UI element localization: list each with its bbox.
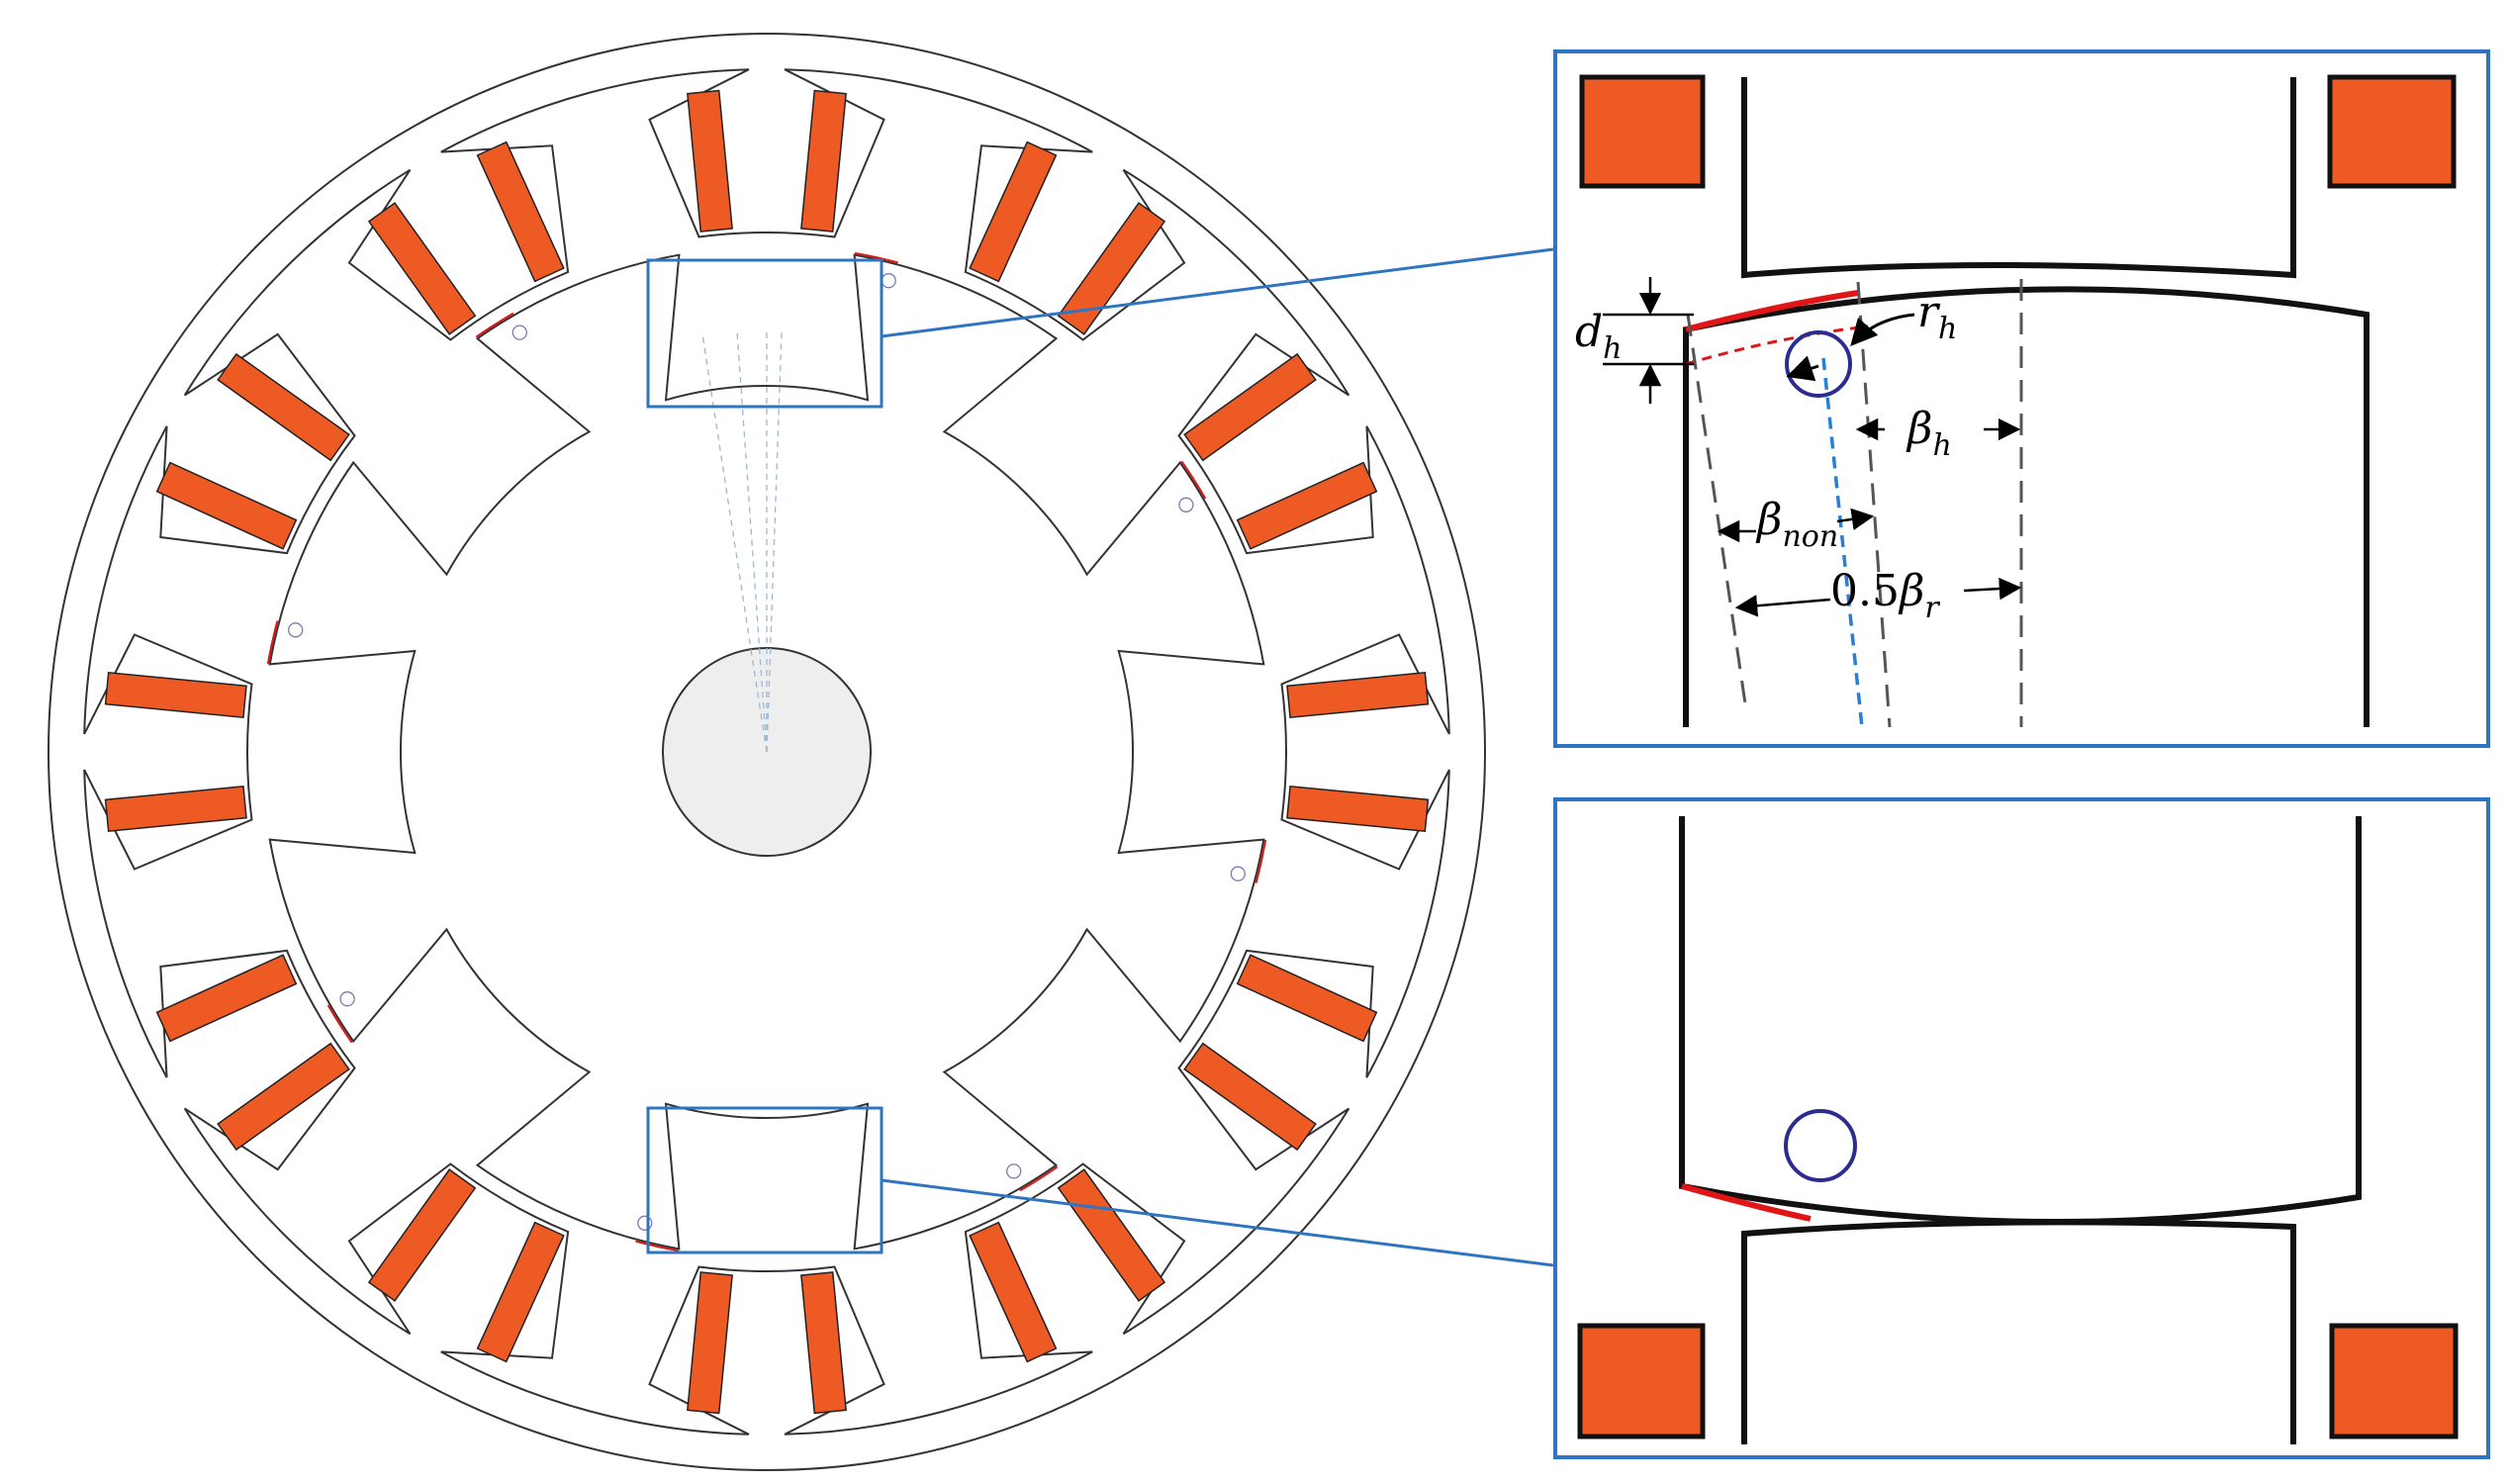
- detail-frame-top: [646, 258, 883, 409]
- coil: [1286, 672, 1430, 718]
- coil-top-right: [2327, 74, 2457, 189]
- pole-highlight-arc: [266, 620, 279, 665]
- coil: [1057, 1168, 1166, 1302]
- label-half-beta-r: 0.5βr: [1830, 566, 1940, 625]
- coil: [1236, 461, 1378, 550]
- rotor-outline: [268, 253, 1265, 1251]
- half-beta-r-dimension: [1734, 577, 2022, 617]
- coil: [687, 89, 733, 232]
- leader-line-bottom: [881, 1178, 1554, 1267]
- coil: [1236, 954, 1378, 1043]
- pole-highlight-arc: [326, 1004, 353, 1044]
- coil: [1183, 352, 1317, 462]
- beta-non-dimension: [1717, 508, 1875, 543]
- coil: [155, 954, 298, 1043]
- dh-dimension: [1603, 277, 1694, 404]
- coil: [800, 89, 847, 232]
- construction-lines: [701, 328, 783, 753]
- coil: [217, 352, 350, 462]
- coil: [1183, 1042, 1317, 1152]
- stator-coils: [104, 89, 1430, 1415]
- coil: [1286, 786, 1430, 832]
- coil: [367, 1168, 477, 1302]
- hole-centerline: [1821, 357, 1864, 728]
- hole-depth-arc: [1685, 325, 1869, 366]
- rotor-hole-small: [288, 622, 304, 638]
- coil: [476, 1221, 565, 1363]
- pole-highlight-arc: [854, 251, 898, 264]
- label-dh: dh: [1575, 307, 1623, 366]
- coil-bottom-right: [2329, 1323, 2459, 1439]
- coil: [969, 1221, 1058, 1363]
- hole-region-arc: [1685, 290, 1859, 332]
- label-beta-non: βnon: [1755, 495, 1838, 554]
- coil: [104, 786, 247, 832]
- machine-cross-section: [47, 33, 1486, 1471]
- rotor-hole-small: [511, 325, 527, 340]
- rotor-pole-outline: [1683, 286, 2370, 727]
- leader-line-top: [881, 247, 1554, 338]
- zoom-panel-top: dh rh βh βnon 0.5βr: [1553, 49, 2490, 748]
- rotor-hole-small: [1006, 1163, 1022, 1179]
- stator-core: [83, 68, 1450, 1436]
- coil: [1057, 202, 1166, 335]
- rotor-hole-small: [637, 1215, 653, 1231]
- label-beta-h: βh: [1906, 404, 1952, 463]
- angle-guide-lines: [1686, 279, 2023, 728]
- rotor-hole-small: [1230, 866, 1246, 881]
- pole-highlight-arc: [635, 1240, 680, 1252]
- coil-top-left: [1579, 74, 1706, 189]
- stator-tooth: [1741, 77, 2296, 279]
- rh-leader: [1850, 313, 1915, 347]
- rotor-holes: [266, 251, 1267, 1252]
- rotor-hole-small: [339, 991, 355, 1007]
- coil: [155, 461, 298, 550]
- coil: [969, 140, 1058, 283]
- pole-highlight-arc: [1255, 839, 1267, 883]
- coil-bottom-left: [1577, 1323, 1706, 1439]
- coil: [104, 672, 247, 718]
- pole-highlight-arc: [1180, 460, 1207, 500]
- coil: [476, 140, 565, 283]
- rotor: [268, 253, 1265, 1251]
- pole-highlight-arc: [475, 312, 514, 338]
- label-rh: rh: [1917, 287, 1957, 346]
- coil: [367, 202, 477, 335]
- stator-tooth: [1741, 1219, 2296, 1444]
- pole-highlight-arc: [1019, 1165, 1059, 1192]
- hole-region-arc: [1681, 1183, 1812, 1222]
- rotor-hole-small: [881, 273, 896, 289]
- coil: [687, 1271, 733, 1415]
- rotor-hole-small: [1178, 497, 1194, 512]
- detail-frame-bottom: [646, 1106, 883, 1254]
- coil: [800, 1271, 847, 1415]
- coil: [217, 1042, 350, 1152]
- stator-outer-circle: [47, 33, 1486, 1471]
- rotor-hole: [1784, 1109, 1857, 1182]
- zoom-panel-bottom: [1553, 797, 2490, 1459]
- stator-slot-outline: [83, 68, 1450, 1436]
- rh-radius-arrow: [1786, 355, 1819, 382]
